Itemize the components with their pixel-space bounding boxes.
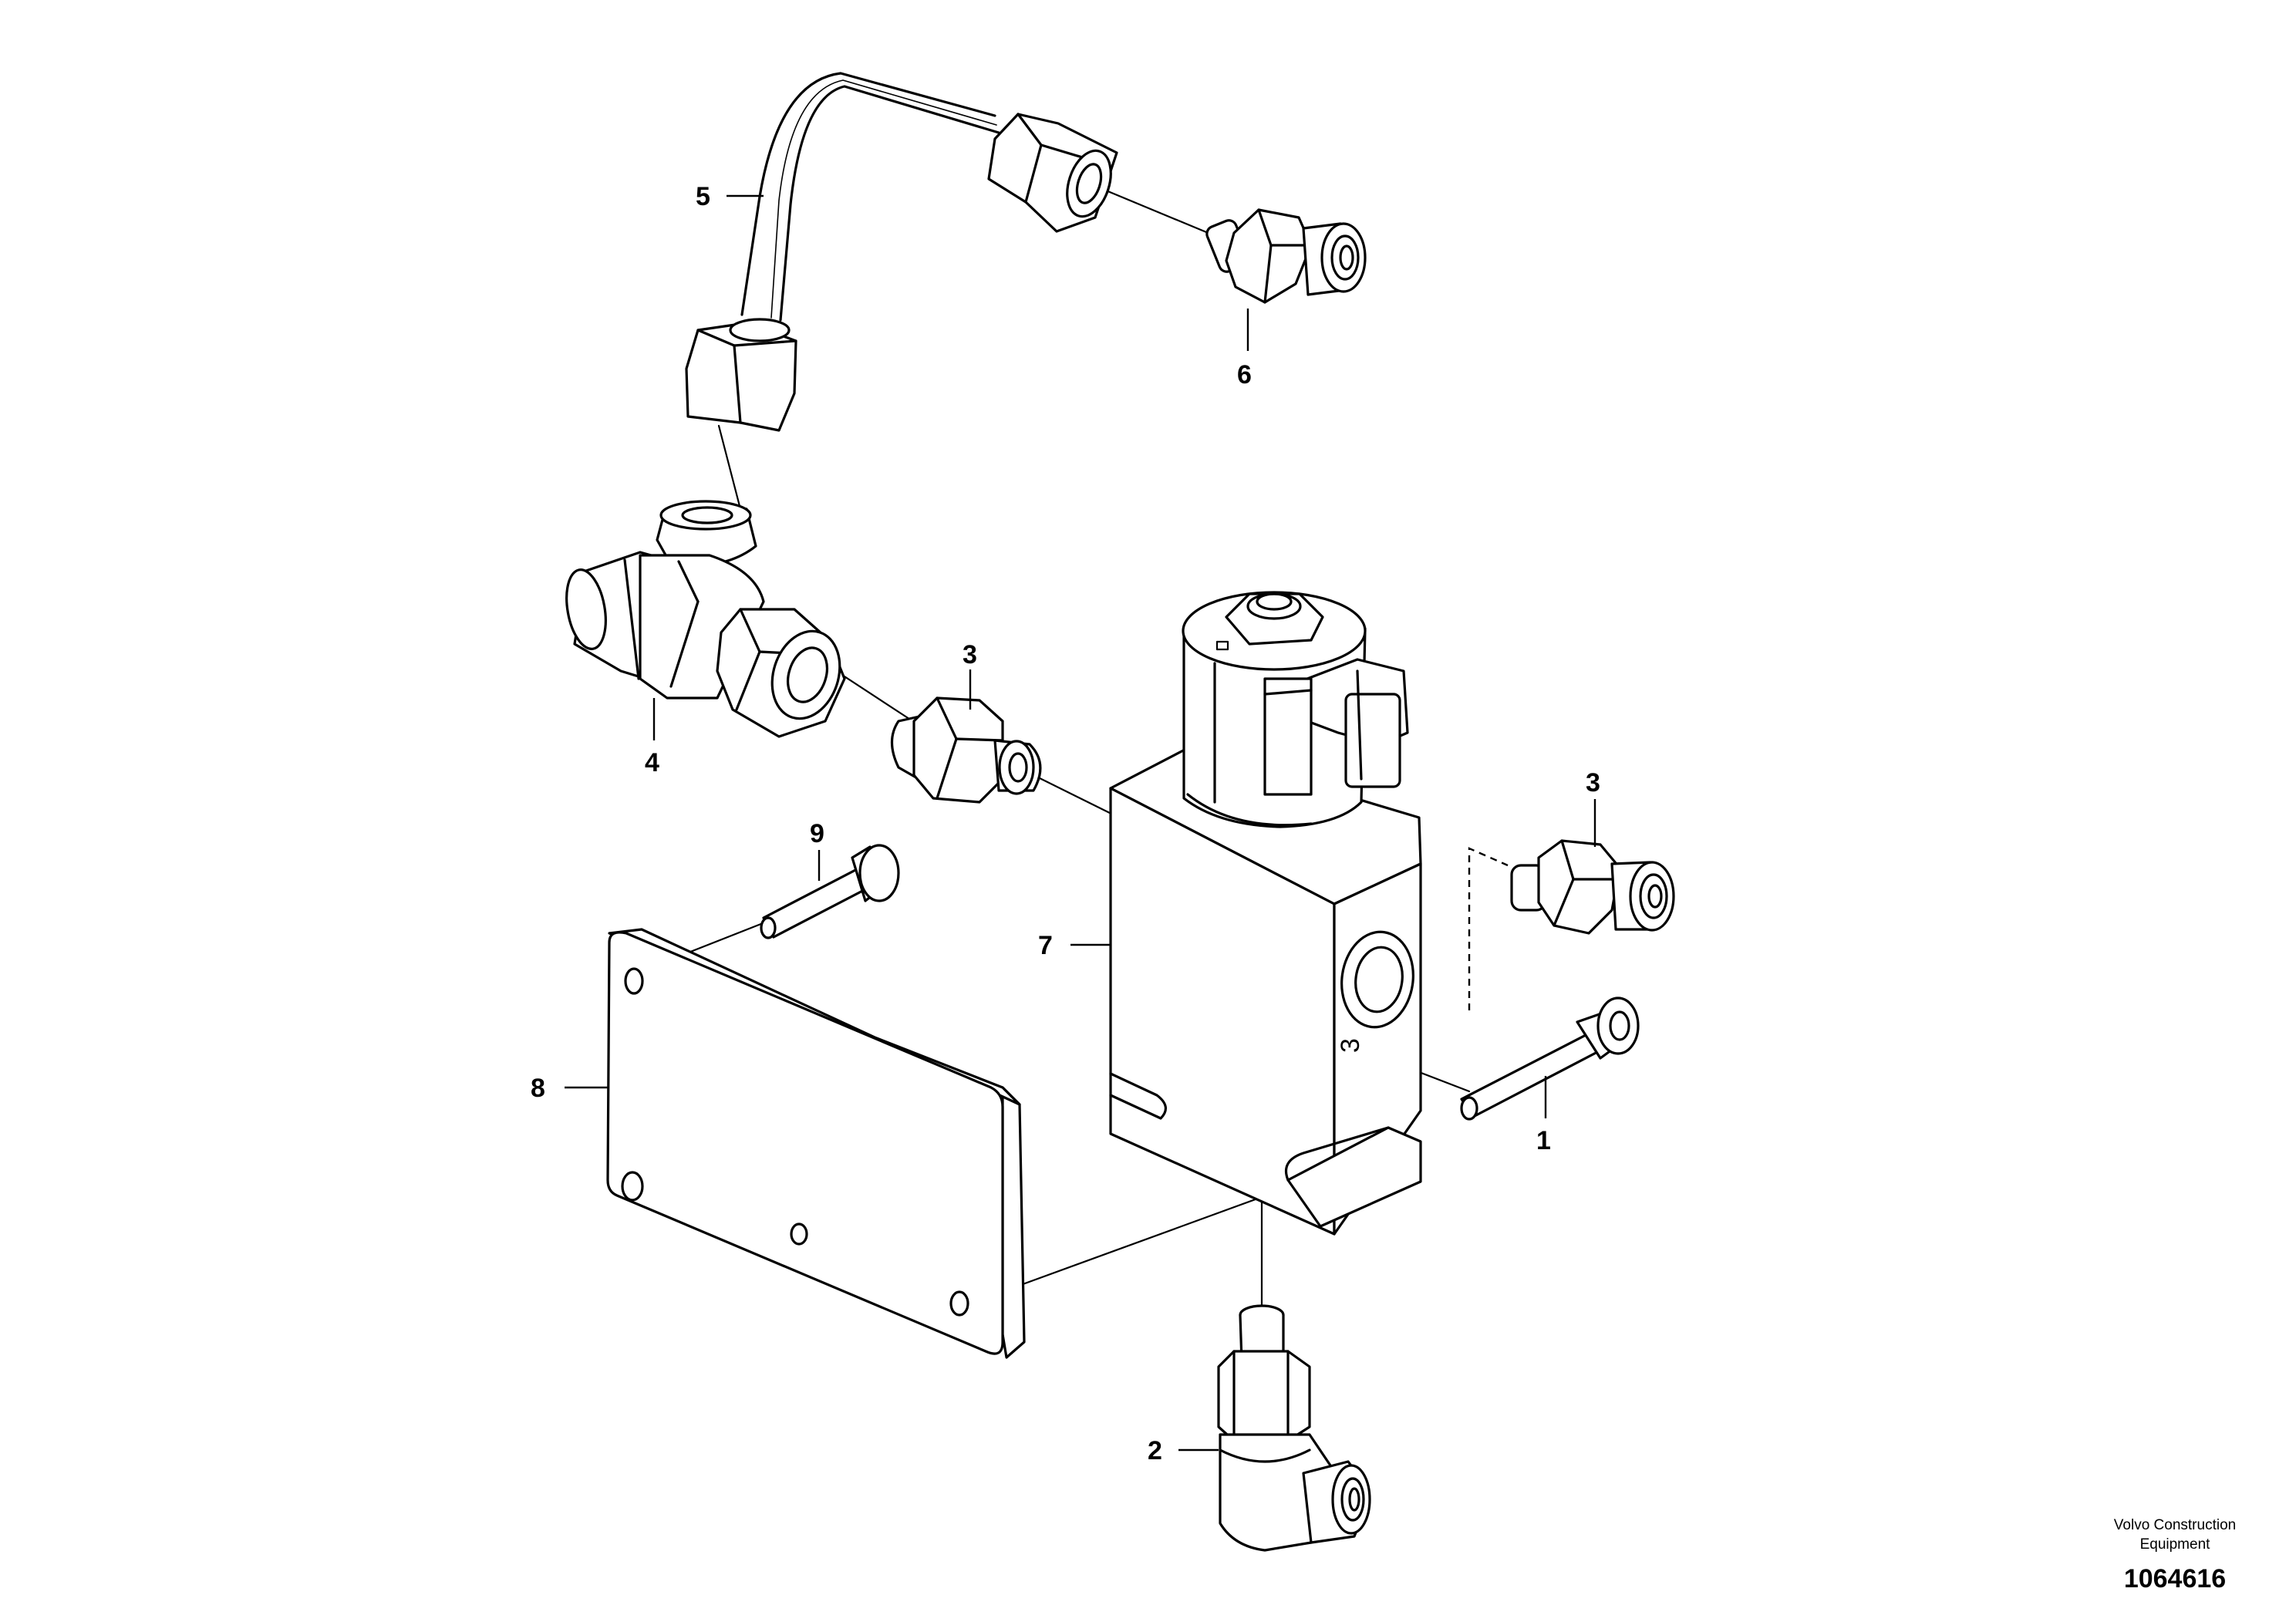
fitting-part-6: [1205, 208, 1367, 304]
footer-block: Volvo Construction Equipment 1064616: [2114, 1517, 2236, 1593]
bolt-part-1: [1460, 996, 1640, 1121]
callout-4: 4: [645, 748, 659, 777]
company-name-line2: Equipment: [2140, 1536, 2211, 1553]
callout-3-right: 3: [1586, 768, 1600, 798]
drawing-number: 1064616: [2124, 1564, 2226, 1593]
pipe-nut-lower: [685, 318, 797, 432]
callout-5: 5: [696, 182, 710, 211]
company-name-line1: Volvo Construction: [2114, 1517, 2236, 1533]
solenoid-coil: [1182, 591, 1409, 828]
pipe-nut-upper: [987, 113, 1118, 233]
callout-1: 1: [1536, 1126, 1551, 1155]
callout-3-upper: 3: [963, 640, 977, 669]
mounting-plate-part-8: [606, 928, 1026, 1359]
callout-9: 9: [810, 819, 824, 848]
callout-numbers: 5 6 4 3 9 7 3 8 1 2: [531, 182, 1600, 1465]
callout-7: 7: [1038, 931, 1053, 960]
callout-8: 8: [531, 1074, 545, 1103]
adapter-part-3-upper: [891, 696, 1042, 804]
callout-6: 6: [1237, 360, 1252, 389]
pipe-part-5: [740, 72, 1000, 322]
port-marking: 3: [1336, 1038, 1365, 1053]
elbow-fitting-part-2: [1217, 1304, 1371, 1552]
leader-lines: [565, 194, 1596, 1452]
callout-2: 2: [1148, 1436, 1162, 1465]
bolt-part-9: [760, 844, 900, 939]
tee-fitting-part-4: [565, 500, 846, 738]
adapter-part-3-right: [1510, 839, 1675, 935]
